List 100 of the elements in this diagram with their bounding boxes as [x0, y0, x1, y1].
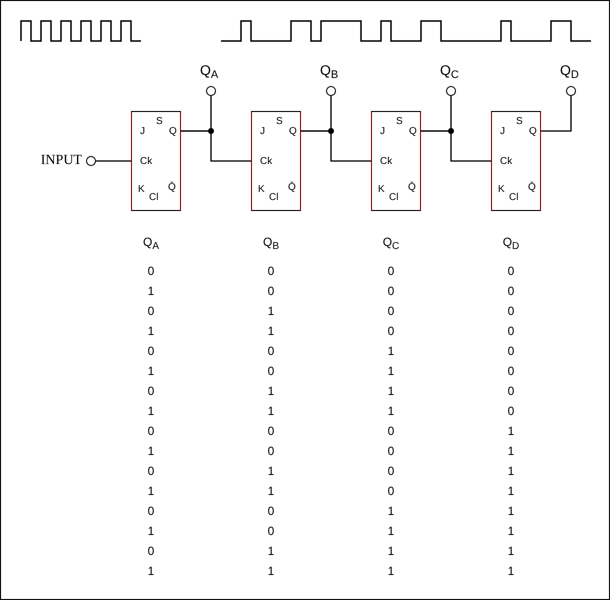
- table-value: 0: [146, 304, 156, 318]
- terminal-circle: [86, 156, 96, 166]
- pin-label: Q: [409, 126, 417, 138]
- pin-label: K: [258, 184, 265, 196]
- terminal-label: Q$_{B}$: [320, 62, 338, 83]
- table-value: 0: [386, 264, 396, 278]
- table-value: 1: [146, 404, 156, 418]
- pin-label: S: [396, 116, 403, 128]
- wire: [421, 130, 491, 162]
- table-value: 1: [146, 284, 156, 298]
- terminal-label: Q$_{D}$: [560, 62, 579, 83]
- table-value: 0: [266, 424, 276, 438]
- pin-label: S: [156, 116, 163, 128]
- column-header: Q$_{A}$: [142, 235, 160, 254]
- terminal-circle: [566, 86, 576, 96]
- table-value: 0: [506, 284, 516, 298]
- pin-label: K: [498, 184, 505, 196]
- pin-label: J: [380, 126, 385, 138]
- pin-label: Ck: [380, 156, 392, 168]
- table-value: 1: [386, 544, 396, 558]
- column-header: Q$_{C}$: [382, 235, 400, 254]
- table-value: 0: [266, 524, 276, 538]
- table-value: 1: [506, 524, 516, 538]
- table-value: 1: [506, 504, 516, 518]
- table-value: 1: [266, 324, 276, 338]
- table-value: 1: [506, 464, 516, 478]
- wire: [181, 130, 251, 162]
- table-value: 1: [266, 404, 276, 418]
- table-value: 0: [386, 464, 396, 478]
- table-value: 0: [146, 264, 156, 278]
- table-value: 0: [146, 424, 156, 438]
- table-value: 1: [386, 524, 396, 538]
- table-value: 1: [386, 504, 396, 518]
- table-value: 0: [146, 344, 156, 358]
- table-value: 0: [506, 404, 516, 418]
- table-value: 1: [386, 384, 396, 398]
- table-value: 1: [386, 364, 396, 378]
- table-value: 1: [386, 344, 396, 358]
- pin-label: Ck: [260, 156, 272, 168]
- wire: [301, 130, 371, 162]
- pin-label: Q: [289, 126, 297, 138]
- terminal-label: INPUT: [40, 153, 82, 169]
- table-value: 1: [506, 564, 516, 578]
- pin-label: K: [378, 184, 385, 196]
- table-value: 1: [506, 484, 516, 498]
- column-header: Q$_{D}$: [502, 235, 520, 254]
- table-value: 1: [266, 304, 276, 318]
- table-value: 0: [386, 424, 396, 438]
- table-value: 1: [146, 324, 156, 338]
- pin-label: Ck: [140, 156, 152, 168]
- wire: [96, 160, 131, 162]
- table-value: 1: [146, 564, 156, 578]
- pin-label: Cl: [149, 192, 158, 204]
- table-value: 0: [506, 384, 516, 398]
- table-value: 0: [266, 444, 276, 458]
- column-header: Q$_{B}$: [262, 235, 280, 254]
- table-value: 0: [266, 284, 276, 298]
- table-value: 0: [266, 504, 276, 518]
- table-value: 0: [506, 364, 516, 378]
- table-value: 0: [386, 484, 396, 498]
- table-value: 1: [506, 544, 516, 558]
- pin-label: Q̄: [168, 182, 176, 194]
- table-value: 1: [386, 404, 396, 418]
- pin-label: Q: [169, 126, 177, 138]
- table-value: 1: [266, 564, 276, 578]
- pin-label: S: [276, 116, 283, 128]
- table-value: 0: [146, 384, 156, 398]
- pin-label: J: [260, 126, 265, 138]
- table-value: 1: [506, 444, 516, 458]
- table-value: 0: [386, 444, 396, 458]
- table-value: 0: [386, 304, 396, 318]
- pin-label: Q: [529, 126, 537, 138]
- terminal-circle: [206, 86, 216, 96]
- flip-flop-box: [251, 111, 301, 211]
- terminal-label: Q$_{C}$: [440, 62, 459, 83]
- flip-flop-box: [491, 111, 541, 211]
- table-value: 0: [266, 364, 276, 378]
- pin-label: Cl: [509, 192, 518, 204]
- table-value: 0: [386, 284, 396, 298]
- table-value: 1: [266, 544, 276, 558]
- pin-label: Cl: [389, 192, 398, 204]
- flip-flop-box: [371, 111, 421, 211]
- table-value: 1: [146, 444, 156, 458]
- pin-label: J: [500, 126, 505, 138]
- pin-label: Ck: [500, 156, 512, 168]
- table-value: 0: [506, 304, 516, 318]
- table-value: 1: [146, 524, 156, 538]
- table-value: 0: [266, 344, 276, 358]
- table-value: 1: [266, 384, 276, 398]
- table-value: 0: [506, 324, 516, 338]
- table-value: 0: [146, 544, 156, 558]
- table-value: 0: [146, 464, 156, 478]
- table-value: 1: [386, 564, 396, 578]
- flip-flop-box: [131, 111, 181, 211]
- table-value: 1: [266, 464, 276, 478]
- table-value: 1: [506, 424, 516, 438]
- table-value: 0: [386, 324, 396, 338]
- pin-label: Cl: [269, 192, 278, 204]
- table-value: 0: [266, 264, 276, 278]
- table-value: 1: [266, 484, 276, 498]
